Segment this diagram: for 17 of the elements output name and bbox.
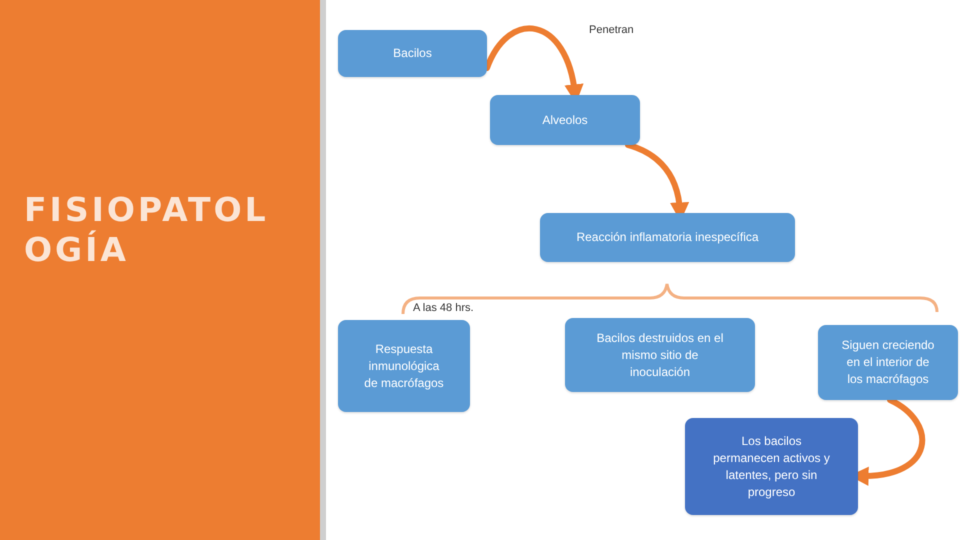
process-box — [565, 318, 755, 392]
box-text: Alveolos — [542, 112, 588, 128]
process-box — [338, 30, 487, 77]
process-box — [818, 325, 958, 400]
edge-label: Penetran — [587, 24, 636, 36]
process-box — [540, 213, 795, 262]
box-text: Bacilos destruidos en el mismo sitio de inoculación — [596, 330, 724, 380]
slide-title: FISIOPATOLOGÍA — [24, 190, 270, 270]
process-box — [685, 418, 858, 515]
box-text: Los bacilos permanecen activos y latentes, pero sin progreso — [712, 432, 831, 500]
note-text: A las 48 hrs. — [413, 302, 474, 314]
box-text: Siguen creciendo en el interior de los macrófagos — [840, 337, 936, 388]
process-box — [490, 95, 640, 145]
box-text: Respuesta inmunológica de macrófagos — [363, 340, 445, 392]
box-text: Reacción inflamatoria inespecífica — [576, 229, 759, 246]
process-box — [338, 320, 470, 412]
box-text: Bacilos — [393, 45, 432, 62]
